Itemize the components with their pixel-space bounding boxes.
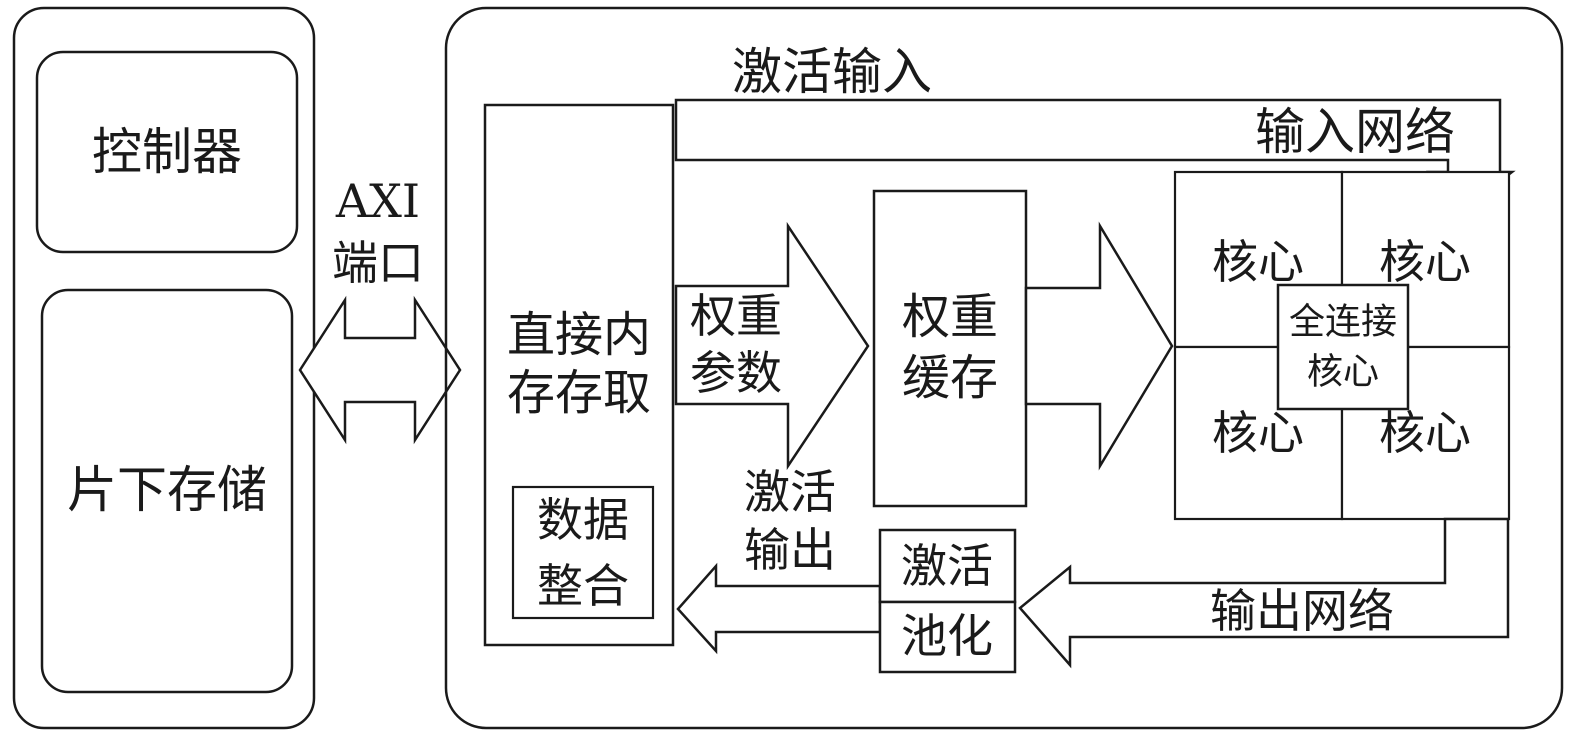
offchip-memory-label: 片下存储 [67, 461, 267, 519]
left-panel [12, 6, 316, 730]
activation-output-arrow [676, 562, 882, 655]
accelerator-panel [444, 6, 1564, 730]
core-top-left-label: 核心 [1212, 235, 1304, 289]
core-top-right-label: 核心 [1379, 235, 1471, 289]
core-bottom-right-label: 核心 [1379, 406, 1471, 460]
fc-core-line2: 核心 [1307, 352, 1379, 393]
controller-label: 控制器 [92, 123, 242, 181]
data-merge-line2: 整合 [537, 559, 629, 613]
axi-double-arrow [298, 295, 462, 445]
weight-to-cores-arrow [1024, 221, 1174, 471]
weight-cache-line1: 权重 [902, 289, 998, 345]
weight-cache-box [872, 189, 1028, 508]
controller-box [35, 50, 299, 254]
weight-cache-line2: 缓存 [902, 350, 998, 406]
output-network-arrow [1018, 517, 1510, 669]
activation-output-line2: 输出 [744, 523, 836, 577]
weight-params-line2: 参数 [690, 346, 782, 400]
weight-params-line1: 权重 [690, 289, 782, 343]
axi-label: AXI [335, 174, 420, 228]
core-bottom-left-cell [1173, 345, 1344, 521]
output-network-label: 输出网络 [1210, 584, 1394, 638]
dma-label-line1: 直接内 [507, 307, 651, 363]
pooling-label: 池化 [901, 609, 993, 663]
data-merge-box [511, 485, 655, 620]
core-bottom-left-label: 核心 [1212, 406, 1304, 460]
fc-core-line1: 全连接 [1289, 302, 1397, 343]
port-label: 端口 [332, 236, 424, 290]
fc-core-box [1276, 283, 1410, 411]
data-merge-line1: 数据 [537, 493, 629, 547]
weight-params-arrow [674, 221, 870, 471]
dma-label-line2: 存存取 [507, 365, 651, 421]
core-top-right-cell [1340, 170, 1511, 349]
offchip-memory-box [40, 288, 294, 694]
pooling-box [878, 600, 1017, 674]
activation-input-label: 激活输入 [732, 43, 932, 101]
input-network-label: 输入网络 [1255, 103, 1455, 161]
activation-label: 激活 [901, 539, 993, 593]
activation-output-line1: 激活 [744, 465, 836, 519]
